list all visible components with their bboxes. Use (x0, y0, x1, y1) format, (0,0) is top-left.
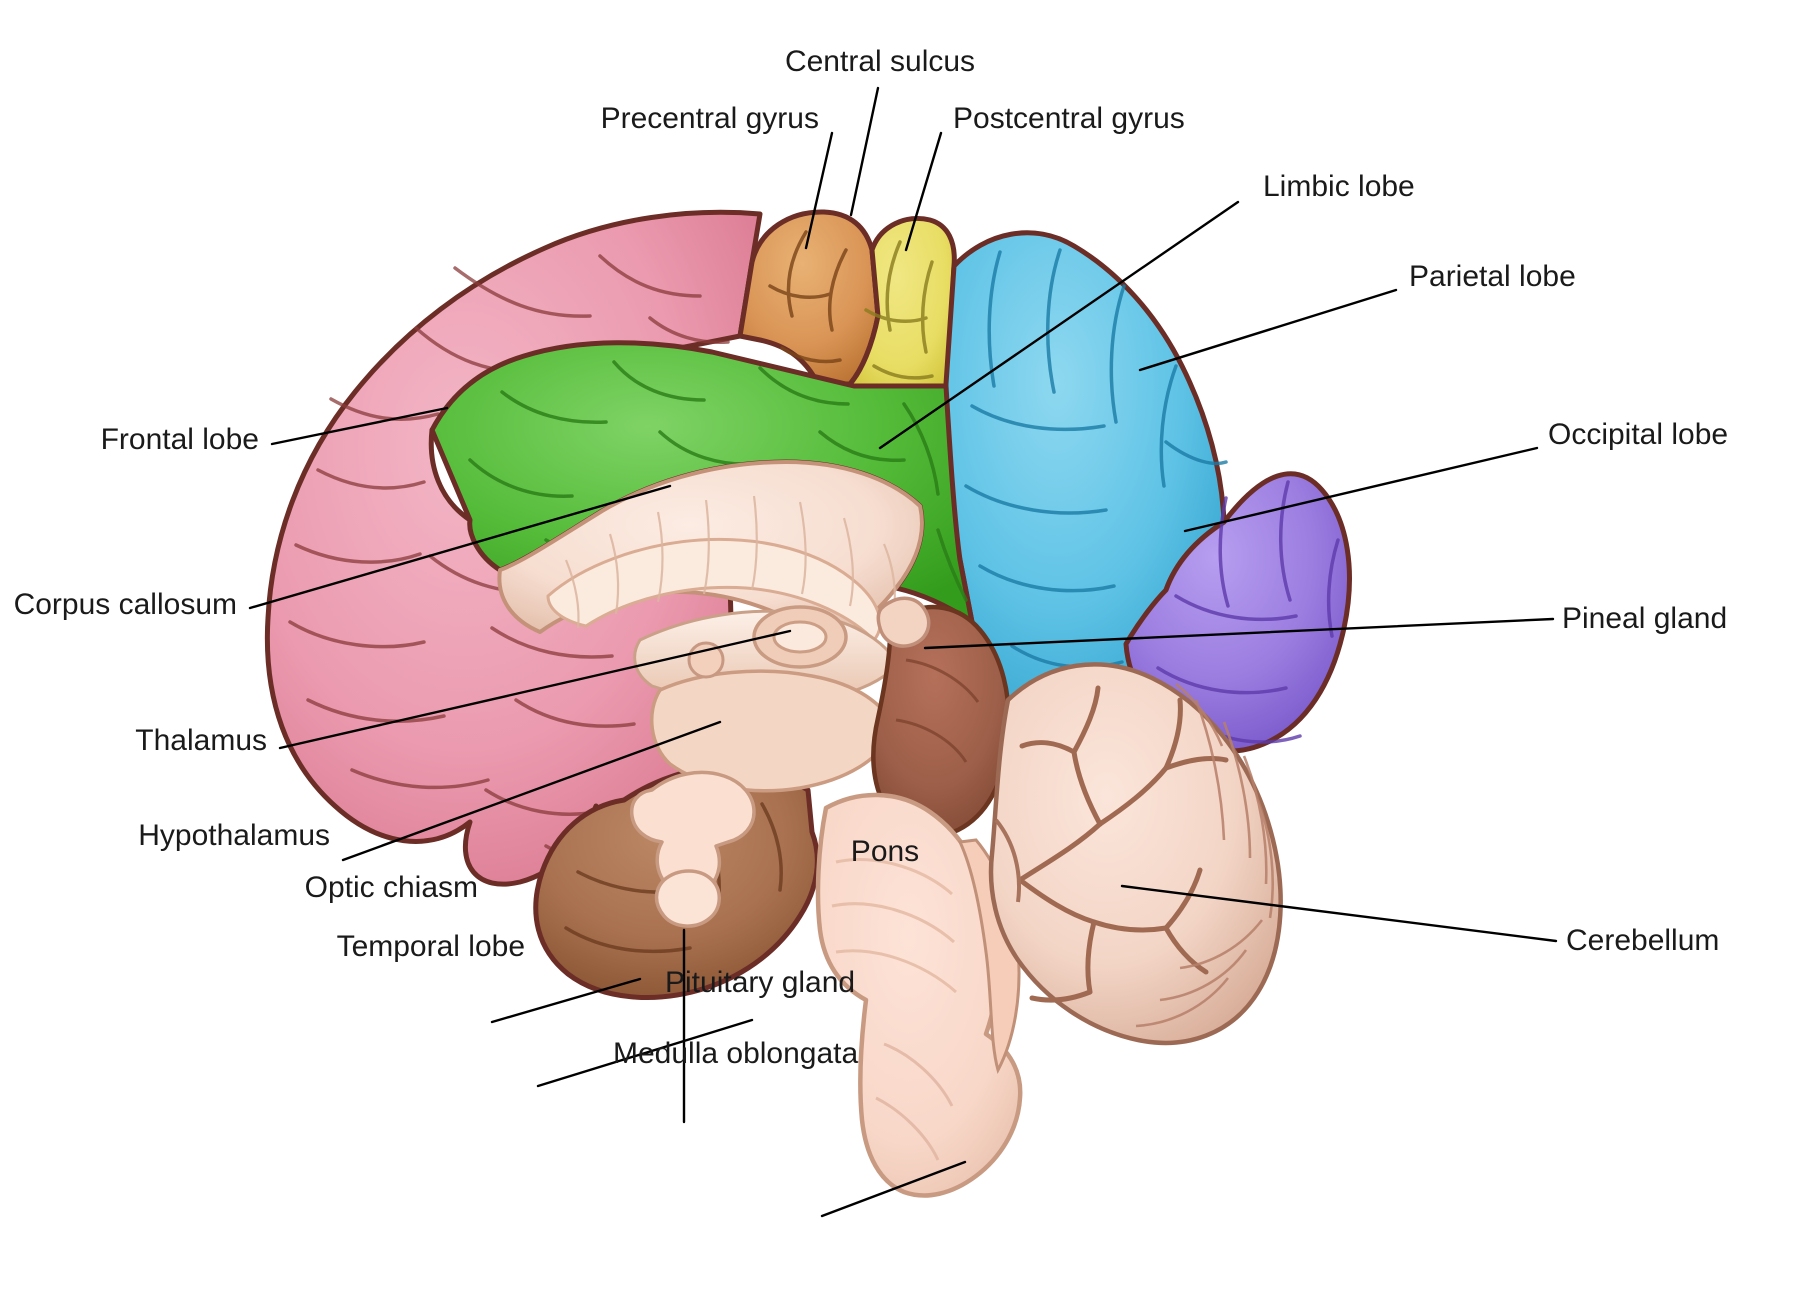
leader-line-medulla-oblongata (820, 1160, 967, 1218)
label-pituitary-gland: Pituitary gland (665, 966, 856, 999)
leader-line-occipital-lobe (1183, 446, 1539, 533)
label-precentral-gyrus: Precentral gyrus (600, 102, 819, 135)
leader-line-temporal-lobe (536, 1018, 754, 1088)
leader-line-hypothalamus (341, 720, 722, 862)
colliculi (895, 658, 980, 763)
brainstem-group (815, 792, 1023, 1198)
leader-line-corpus-callosum (248, 484, 672, 610)
leader-line-frontal-lobe (270, 406, 449, 446)
precentral-sulci (768, 230, 848, 364)
medulla-striations (875, 1042, 954, 1161)
leader-line-pineal-gland (923, 617, 1555, 650)
label-parietal-lobe: Parietal lobe (1409, 260, 1576, 293)
label-pons: Pons (850, 835, 920, 868)
leader-lines-group (248, 86, 1558, 1218)
cerebellar-folia (1135, 682, 1274, 1028)
thalamus-outline (752, 605, 848, 669)
cerebellum-group (988, 662, 1283, 1046)
occipital-sulci (1156, 480, 1340, 744)
leader-line-parietal-lobe (1138, 288, 1398, 372)
label-hypothalamus: Hypothalamus (138, 819, 330, 852)
hypothalamus-structure[interactable] (649, 669, 896, 793)
cerebellar-peduncle (994, 818, 1021, 903)
midbrain-structure[interactable] (871, 604, 1012, 839)
leader-line-optic-chiasm (490, 977, 642, 1024)
leader-line-thalamus (278, 629, 792, 750)
label-temporal-lobe: Temporal lobe (336, 930, 525, 963)
label-optic-chiasm: Optic chiasm (304, 871, 478, 904)
leader-line-limbic-lobe (878, 200, 1240, 450)
leader-line-precentral-gyrus (804, 131, 834, 250)
pineal-gland-structure[interactable] (876, 596, 931, 648)
pons-striations (831, 858, 957, 994)
postcentral-sulci (864, 240, 934, 380)
label-thalamus: Thalamus (135, 724, 267, 757)
label-postcentral-gyrus: Postcentral gyrus (953, 102, 1185, 135)
leader-line-cerebellum (1120, 884, 1558, 943)
arbor-vitae (1017, 685, 1229, 1003)
label-pineal-gland: Pineal gland (1562, 602, 1728, 635)
leader-line-central-sulcus (849, 86, 880, 217)
label-cerebellum: Cerebellum (1566, 924, 1720, 957)
label-medulla-oblongata: Medulla oblongata (613, 1037, 859, 1070)
pituitary-gland-structure[interactable] (654, 869, 721, 928)
label-frontal-lobe: Frontal lobe (100, 423, 259, 456)
thalamus-inner (772, 620, 828, 654)
leader-line-postcentral-gyrus (904, 131, 943, 252)
label-occipital-lobe: Occipital lobe (1548, 418, 1729, 451)
internal-structures-group (497, 460, 1012, 928)
label-central-sulcus: Central sulcus (784, 45, 976, 78)
label-limbic-lobe: Limbic lobe (1263, 170, 1415, 203)
label-corpus-callosum: Corpus callosum (13, 588, 237, 621)
cerebrum-group (264, 209, 1352, 1000)
